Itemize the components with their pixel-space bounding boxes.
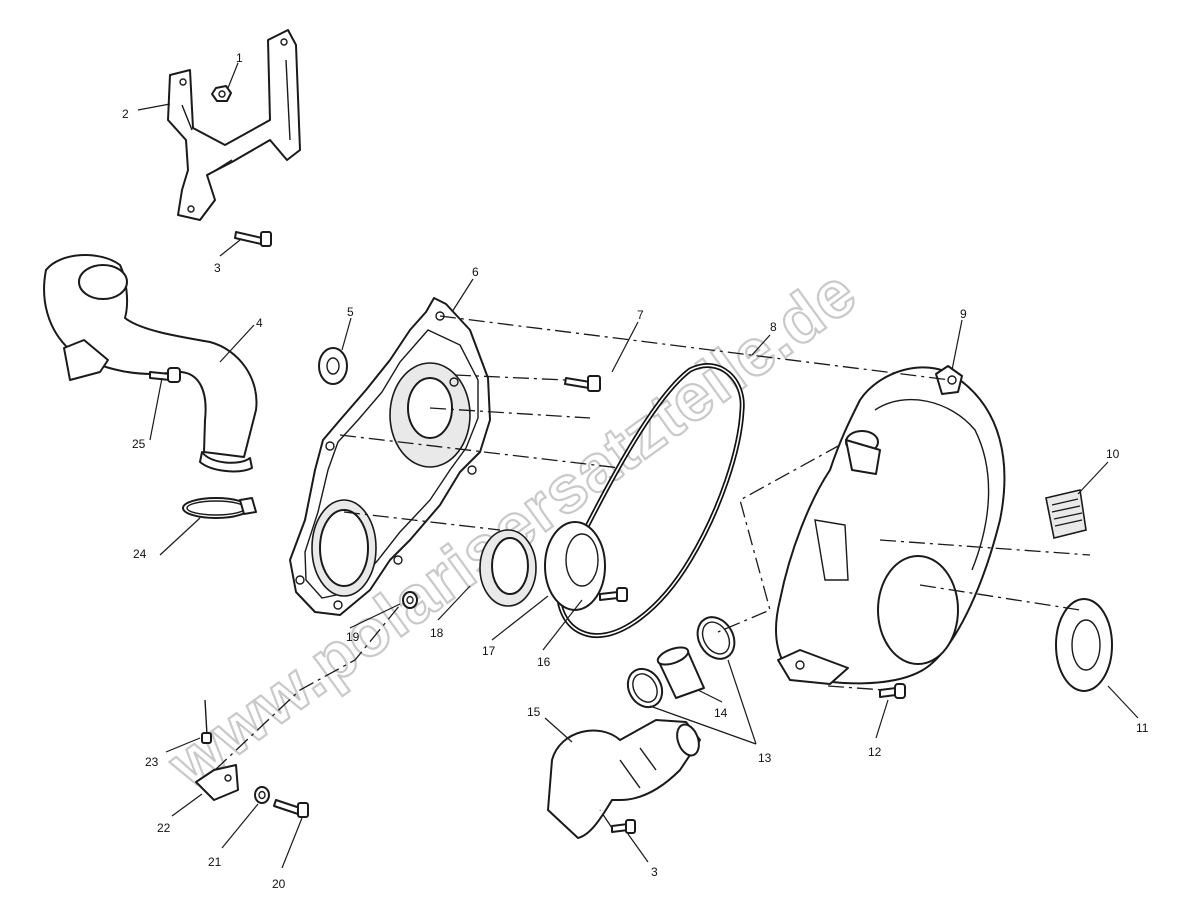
clamp-lower [626, 667, 664, 709]
decal-label [1045, 489, 1087, 539]
callout-6: 6 [472, 265, 479, 279]
washer [318, 347, 348, 385]
bracket-bolt [234, 231, 272, 247]
callout-19: 19 [346, 630, 360, 644]
callout-23: 23 [145, 755, 159, 769]
flat-washer [254, 786, 270, 804]
small-washer [402, 591, 418, 609]
callout-12: 12 [868, 745, 882, 759]
callout-13: 13 [758, 751, 772, 765]
callout-17: 17 [482, 644, 496, 658]
callout-2: 2 [122, 107, 129, 121]
drive-belt [556, 363, 745, 639]
plate-screw [599, 587, 628, 602]
outer-cover-screw [879, 683, 906, 699]
hose-clamp [182, 497, 257, 519]
bracket-screw [273, 799, 309, 818]
callout-5: 5 [347, 305, 354, 319]
callout-8: 8 [770, 320, 777, 334]
callout-22: 22 [157, 821, 171, 835]
callout-14: 14 [714, 706, 728, 720]
outer-cover [775, 365, 1006, 685]
seal [479, 529, 537, 607]
callout-labels: 1 2 3 4 5 6 7 8 9 10 11 12 13 14 15 16 1… [122, 51, 1149, 891]
callout-7: 7 [637, 308, 644, 322]
small-bracket [195, 764, 239, 801]
lock-nut [211, 85, 232, 102]
sleeve [656, 646, 705, 699]
duct-screw-lower [611, 819, 636, 834]
callout-21: 21 [208, 855, 222, 869]
callout-3: 3 [214, 261, 221, 275]
callout-10: 10 [1106, 447, 1120, 461]
leader-lines [137, 62, 1139, 869]
clamp-upper [696, 616, 736, 660]
assembly-lines [214, 315, 1091, 829]
cable-tie [201, 699, 212, 744]
cover-bolt [564, 375, 601, 392]
callout-15: 15 [527, 705, 541, 719]
watermark: www.polarisersatzteile.de [154, 254, 869, 802]
callout-3-lower: 3 [651, 865, 658, 879]
callout-11: 11 [1136, 721, 1149, 735]
callout-16: 16 [537, 655, 551, 669]
callout-25: 25 [132, 437, 146, 451]
outlet-duct [547, 719, 701, 839]
callout-9: 9 [960, 307, 967, 321]
duct-screw [149, 367, 181, 383]
mounting-bracket [167, 29, 301, 221]
callout-18: 18 [430, 626, 444, 640]
seal-plate [544, 521, 606, 611]
inner-cover [289, 297, 491, 616]
callout-4: 4 [256, 316, 263, 330]
callout-24: 24 [133, 547, 147, 561]
gasket-ring [1055, 598, 1113, 692]
callout-20: 20 [272, 877, 286, 891]
intake-duct [43, 254, 258, 473]
callout-1: 1 [236, 51, 243, 65]
